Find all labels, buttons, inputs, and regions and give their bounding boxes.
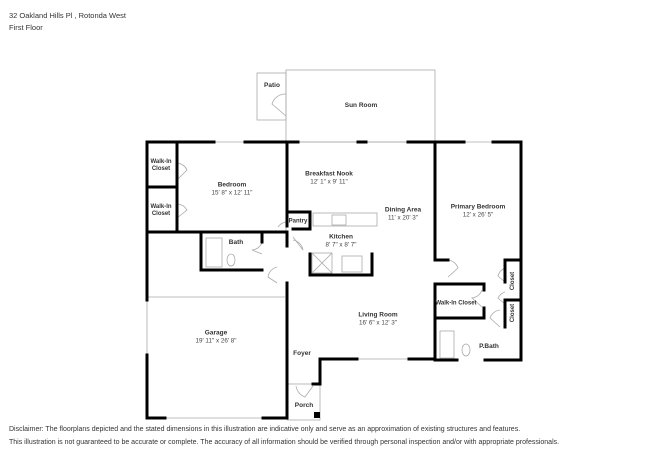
room-porch: Porch — [294, 402, 314, 410]
room-closet-1: Closet — [510, 271, 516, 291]
room-p-bath: P.Bath — [479, 343, 499, 351]
room-walk-in-closet-1: Walk-In Closet — [150, 158, 172, 172]
room-walk-in-closet-2: Walk-In Closet — [150, 203, 172, 217]
room-patio: Patio — [264, 82, 280, 90]
room-foyer: Foyer — [293, 350, 311, 358]
room-walk-in-closet-3: Walk-In Closet — [435, 300, 477, 307]
disclaimer-line-2: This illustration is not guaranteed to b… — [9, 439, 560, 446]
property-address: 32 Oakland Hills Pl , Rotonda West — [9, 11, 127, 20]
disclaimer-line-1: Disclaimer: The floorplans depicted and … — [9, 426, 521, 433]
room-bath: Bath — [228, 239, 244, 247]
floor-label: First Floor — [9, 23, 43, 32]
room-closet-2: Closet — [510, 303, 516, 323]
room-pantry: Pantry — [288, 218, 308, 225]
room-sun-room: Sun Room — [344, 102, 378, 110]
